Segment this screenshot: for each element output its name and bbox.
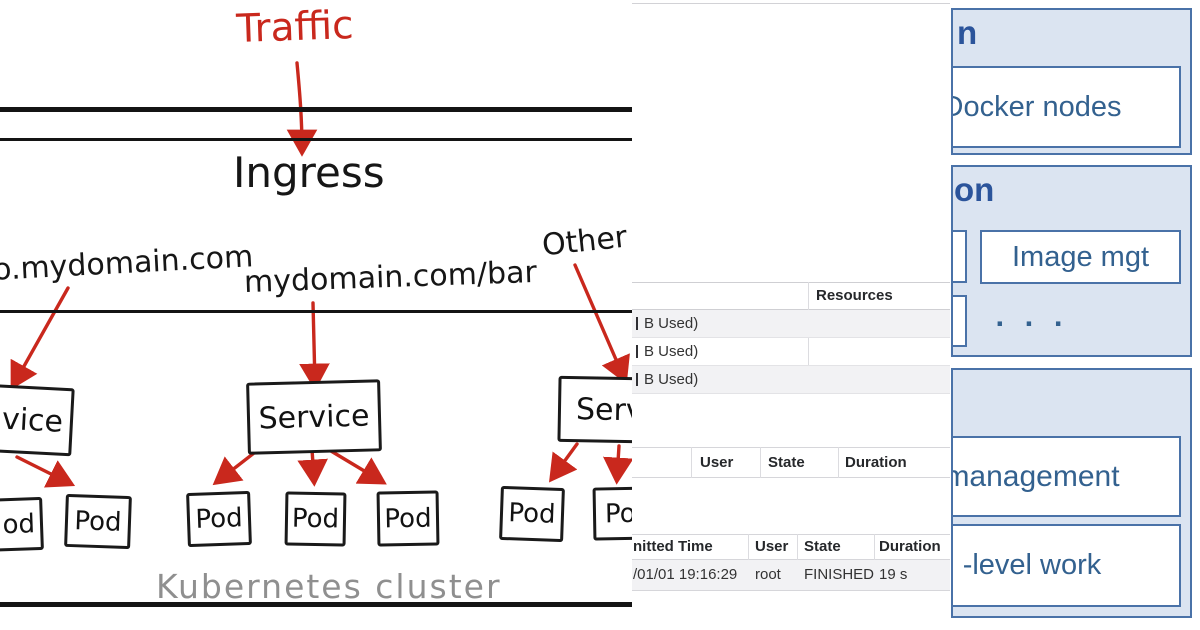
pod-box-1: Pod: [64, 493, 132, 550]
storage-row-text: B Used): [644, 315, 699, 332]
diagram-group-1: n Docker nodes: [951, 8, 1192, 155]
image-mgt-label: Image mgt: [1012, 240, 1149, 273]
ingress-band-line-top: [0, 107, 632, 112]
management-label: management: [951, 459, 1120, 493]
clipped-box-fragment: [953, 230, 967, 283]
panel-top-hairline: [632, 3, 950, 4]
traffic-label: Traffic: [235, 2, 355, 53]
pod-label: Pod: [291, 503, 340, 535]
diagram-group-3: management -level work: [951, 368, 1192, 618]
pod-box-0: od: [0, 496, 44, 553]
docker-nodes-label: Docker nodes: [951, 90, 1122, 123]
group-1-title-fragment: n: [957, 14, 978, 51]
history-duration-header: Duration: [879, 538, 941, 555]
service-label: Serv: [575, 391, 632, 428]
pod-label: Pod: [73, 505, 123, 538]
resources-column-header: Resources: [816, 287, 893, 304]
web-ui-tables-panel: Resources B Used) B Used) B Used) User S…: [632, 0, 950, 630]
history-submitted-time-cell: /01/01 19:16:29: [633, 566, 738, 583]
arrow-service3-to-pod-b: [603, 444, 632, 485]
pod-box-6: Po: [592, 486, 632, 541]
pod-label: Pod: [194, 503, 244, 535]
arrow-service2-to-pod-c: [329, 449, 387, 485]
kubernetes-ingress-diagram: Traffic Ingress o.mydomain.com mydomain.…: [0, 2, 632, 607]
history-submitted-time-header: nitted Time: [633, 538, 713, 555]
pod-box-5: Pod: [499, 485, 565, 543]
jobs-column-separator: [691, 447, 692, 478]
storage-column-separator: [808, 282, 809, 394]
blue-architecture-diagram: n Docker nodes on Image mgt . . . manage…: [951, 0, 1200, 630]
pod-box-2: Pod: [186, 490, 252, 548]
arrow-route2-to-service2: [299, 301, 330, 391]
level-work-label: -level work: [962, 549, 1102, 581]
arrow-service3-to-pod-a: [549, 442, 579, 483]
clipped-box-fragment: [953, 295, 967, 347]
service-label: Service: [258, 398, 370, 436]
service-box-2: Service: [246, 379, 382, 455]
level-work-box: -level work: [953, 524, 1181, 607]
diagram-group-2: on Image mgt . . .: [951, 165, 1192, 357]
clipped-character-fragment: [636, 373, 638, 386]
storage-row: B Used): [632, 338, 950, 366]
history-duration-cell: 19 s: [879, 566, 908, 583]
jobs-user-header: User: [700, 454, 734, 471]
pod-label: od: [2, 508, 36, 540]
pod-box-3: Pod: [284, 491, 347, 547]
history-state-header: State: [804, 538, 841, 555]
jobs-duration-header: Duration: [845, 454, 907, 471]
ingress-label: Ingress: [233, 148, 385, 197]
ellipsis-more-items: . . .: [995, 298, 1069, 333]
pod-label: Pod: [507, 498, 557, 530]
pod-label: Pod: [384, 503, 432, 534]
jobs-header-row: [632, 447, 950, 478]
image-mgt-box: Image mgt: [980, 230, 1181, 284]
management-box: management: [951, 436, 1181, 517]
storage-row: B Used): [632, 366, 950, 394]
cluster-boundary-bottom: [0, 602, 632, 607]
docker-nodes-box: Docker nodes: [951, 66, 1181, 148]
storage-header-row: [632, 282, 950, 310]
ingress-band-line-bottom: [0, 138, 632, 141]
clipped-character-fragment: [636, 317, 638, 330]
service-box-3: Serv: [557, 375, 632, 445]
service-label: vice: [1, 401, 64, 440]
pod-box-4: Pod: [376, 490, 440, 547]
pod-label: Po: [604, 498, 632, 529]
history-header-row: [632, 534, 950, 560]
group-2-title-fragment: on: [954, 171, 995, 208]
storage-row-text: B Used): [644, 371, 699, 388]
storage-row-text: B Used): [644, 343, 699, 360]
jobs-state-header: State: [768, 454, 805, 471]
history-user-cell: root: [755, 566, 781, 583]
jobs-column-separator: [838, 447, 839, 478]
jobs-column-separator: [760, 447, 761, 478]
service-box-1: vice: [0, 383, 75, 457]
arrow-service2-to-pod-b: [297, 447, 328, 487]
arrow-route3-to-service3: [573, 263, 630, 385]
arrow-route1-to-service1: [10, 286, 70, 390]
clipped-character-fragment: [636, 345, 638, 358]
cluster-label: Kubernetes cluster: [156, 567, 502, 606]
storage-row: B Used): [632, 310, 950, 338]
history-state-cell: FINISHED: [804, 566, 875, 583]
cluster-boundary-top: [0, 310, 632, 313]
arrow-service1-to-pod: [15, 455, 76, 488]
history-user-header: User: [755, 538, 789, 555]
history-data-row: [632, 560, 950, 591]
